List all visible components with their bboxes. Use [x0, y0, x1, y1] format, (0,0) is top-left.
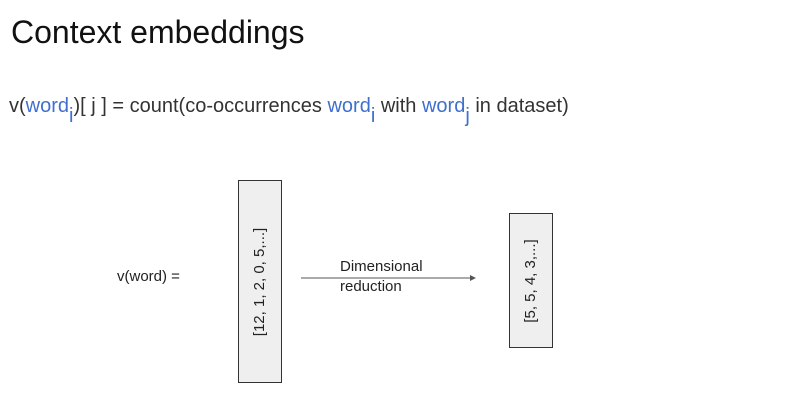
full-vector-values: [12, 1, 2, 0, 5,...] — [251, 227, 268, 336]
arrow-label-line1: Dimensional — [340, 258, 423, 275]
co-occurrence-formula: v(wordi)[ j ] = count(co-occurrences wor… — [9, 93, 569, 126]
formula-subscript-i-second: i — [370, 105, 376, 127]
formula-subscript-j: j — [465, 105, 470, 127]
formula-mid: )[ j ] = count(co-occurrences — [73, 95, 328, 117]
formula-with: with — [375, 95, 422, 117]
full-vector-box: [12, 1, 2, 0, 5,...] — [238, 180, 282, 383]
vector-equation-label: v(word) = — [117, 268, 180, 285]
formula-suffix: in dataset) — [469, 95, 569, 117]
formula-word-j: wordj — [421, 95, 470, 127]
formula-prefix: v( — [9, 95, 26, 117]
formula-word-i-second: wordi — [327, 95, 376, 127]
page-title: Context embeddings — [11, 14, 305, 50]
reduction-arrow-icon — [301, 275, 476, 281]
arrow-label-line2: reduction — [340, 278, 402, 295]
reduced-vector-values: [5, 5, 4, 3,...] — [522, 238, 539, 323]
formula-subscript-i: i — [69, 105, 74, 127]
reduced-vector-box: [5, 5, 4, 3,...] — [509, 213, 553, 348]
formula-word-i: wordi — [25, 95, 74, 127]
dimensional-reduction-label: Dimensional reduction — [340, 257, 423, 297]
